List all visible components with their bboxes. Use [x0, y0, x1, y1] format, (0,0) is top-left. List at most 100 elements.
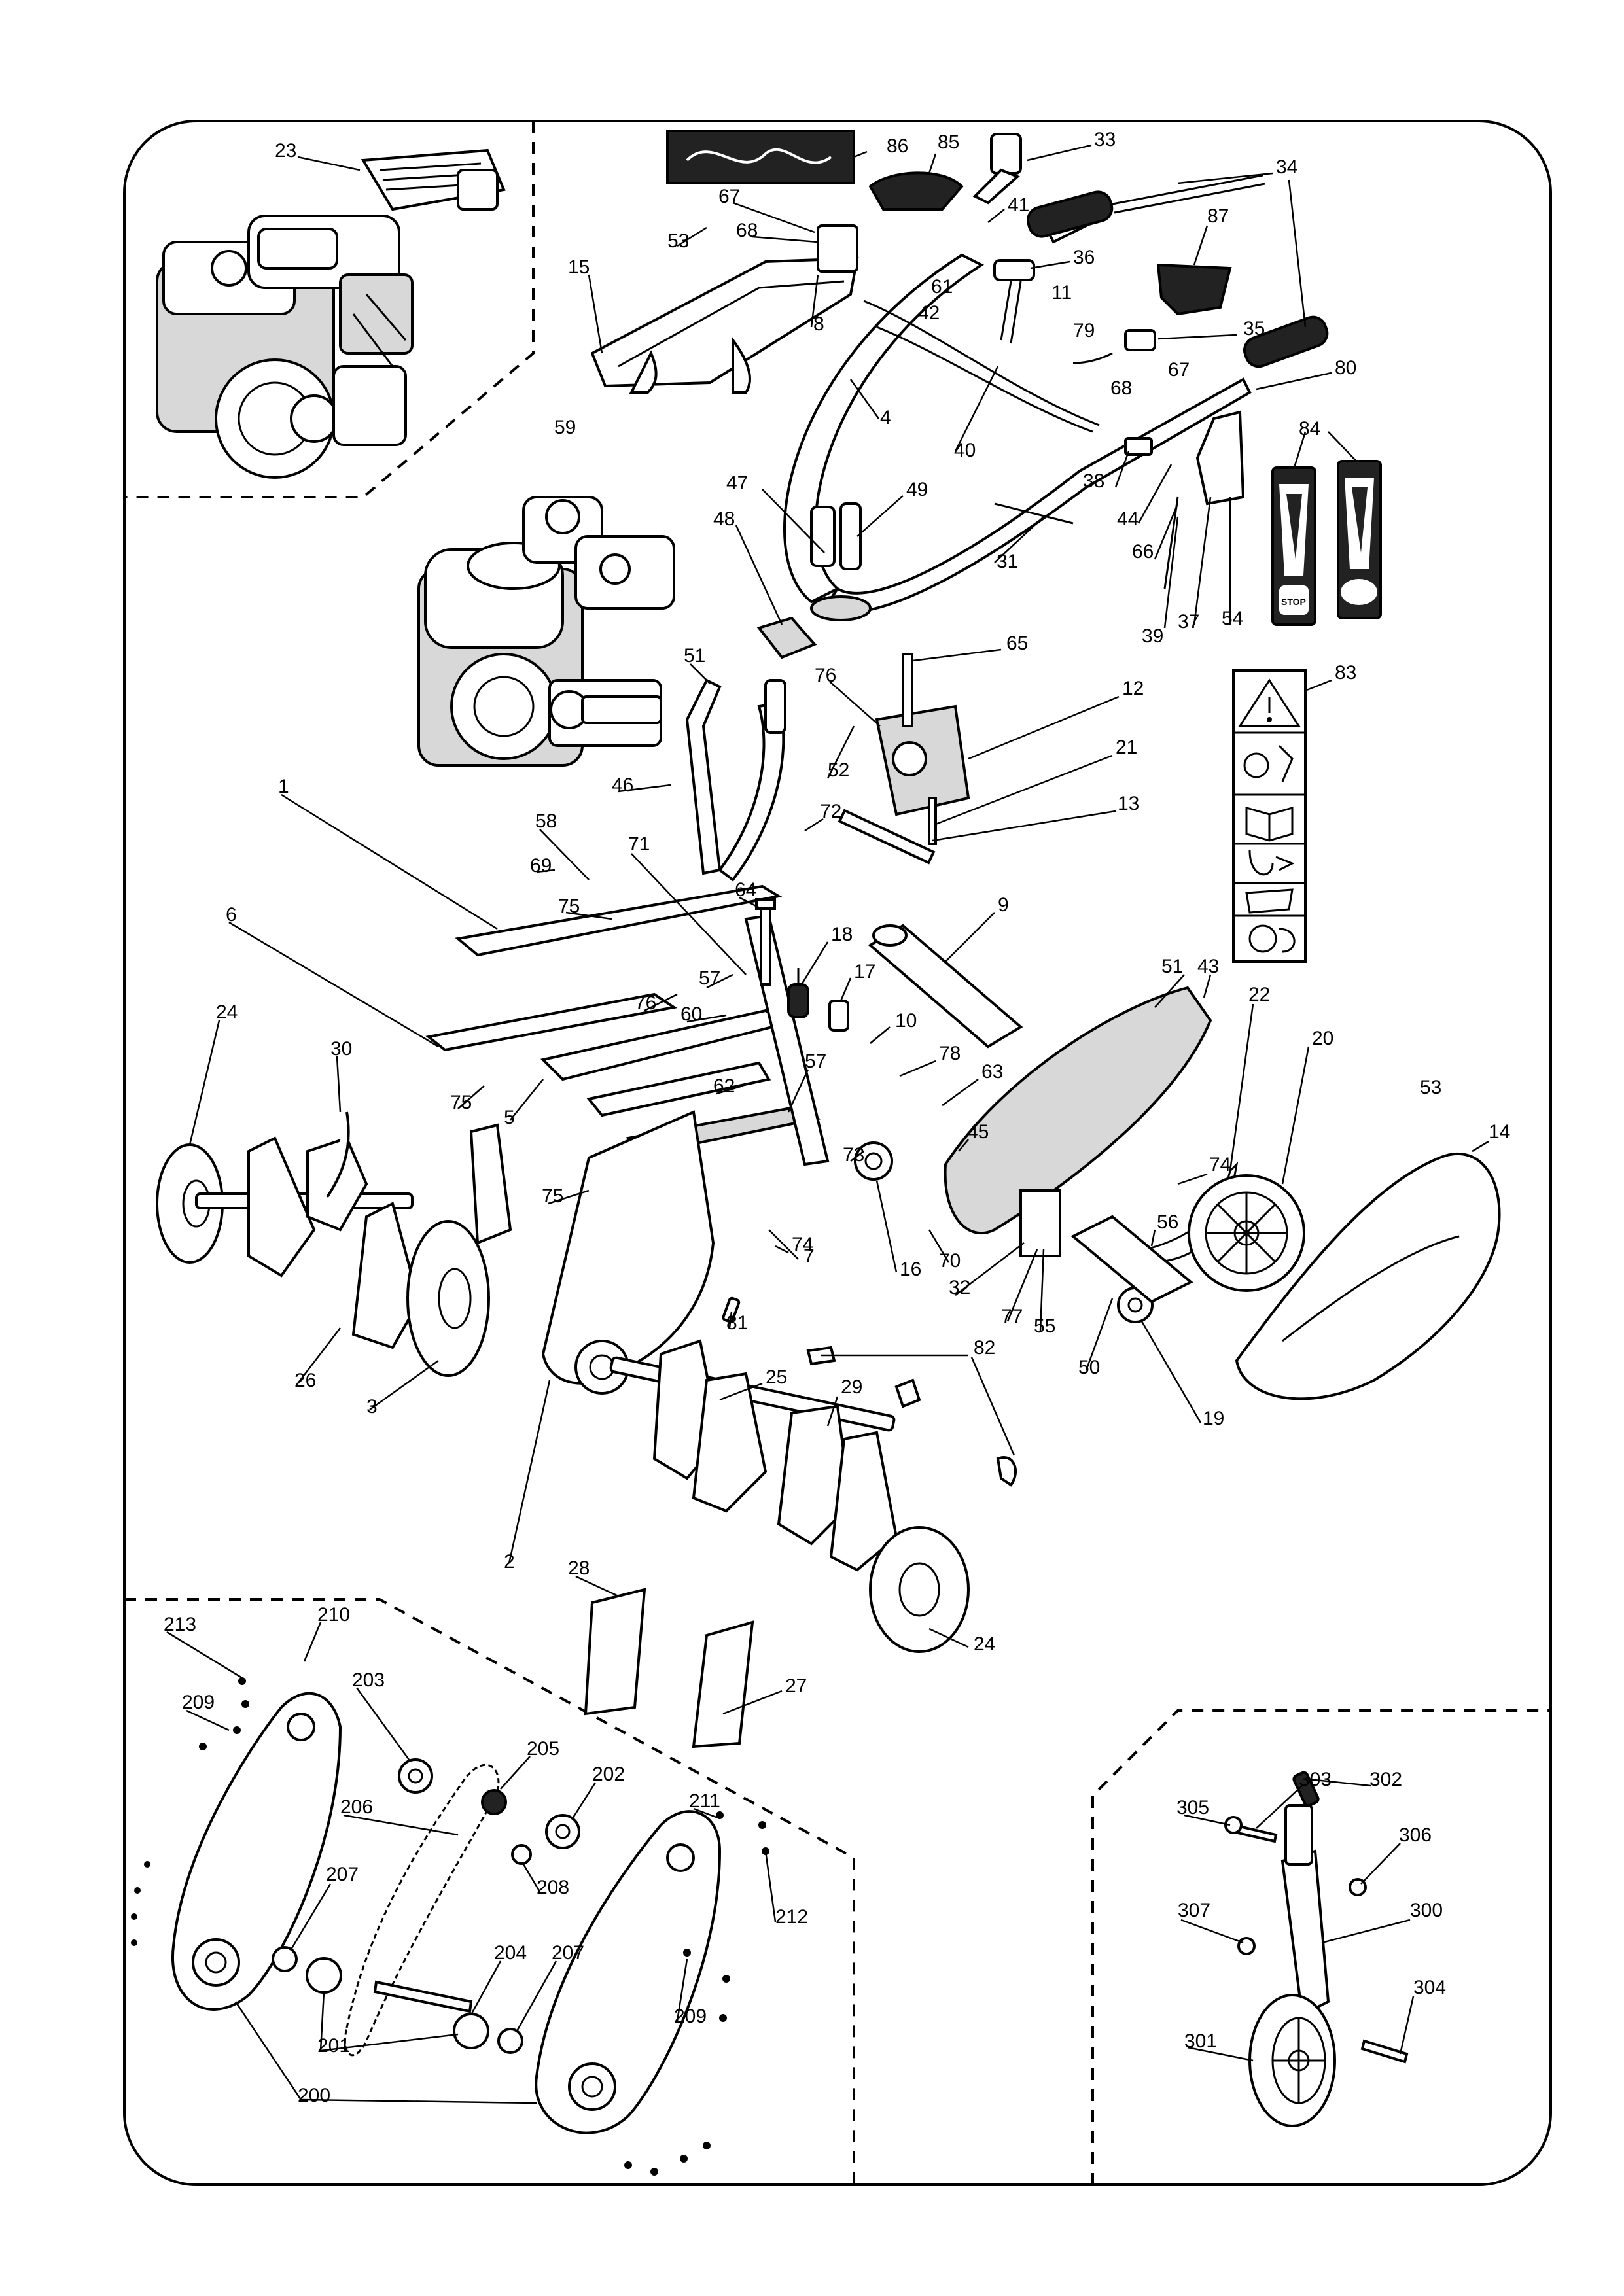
part-label-64: 64: [735, 879, 756, 901]
part-label-7: 7: [803, 1245, 815, 1267]
depth-wheel-3: [406, 1123, 512, 1377]
muffler-guard: [361, 148, 506, 211]
part-label-24: 24: [216, 1001, 238, 1023]
part-label-37: 37: [1178, 611, 1199, 633]
throttle-control-box: [1124, 410, 1245, 589]
stop-sign-text: STOP: [1281, 597, 1306, 607]
stop-decal-right: [1337, 460, 1382, 619]
part-label-10: 10: [895, 1010, 917, 1032]
part-label-85: 85: [938, 131, 959, 153]
sprocket: [481, 1789, 507, 1815]
part-label-69: 69: [530, 855, 552, 877]
part-label-5: 5: [504, 1107, 515, 1128]
part-label-1: 1: [278, 776, 289, 797]
tine-assembly-left: [195, 1111, 421, 1349]
decal-86: [666, 130, 855, 184]
part-label-300: 300: [1410, 1900, 1443, 1921]
part-label-204: 204: [494, 1942, 527, 1964]
part-label-53: 53: [1420, 1077, 1441, 1098]
part-label-78: 78: [939, 1043, 961, 1064]
part-label-3: 3: [366, 1396, 378, 1418]
engine-inset-boundary: [124, 121, 535, 498]
bushing: [828, 1000, 849, 1032]
washer-208: [511, 1844, 532, 1865]
part-label-301: 301: [1184, 2030, 1217, 2052]
part-label-2: 2: [504, 1551, 515, 1573]
part-label-80: 80: [1335, 357, 1356, 379]
part-label-12: 12: [1122, 678, 1144, 699]
depth-bar: [868, 924, 1023, 1049]
warning-icon: [1238, 678, 1301, 727]
part-label-206: 206: [340, 1796, 373, 1818]
belt-cover: [1235, 1153, 1501, 1400]
part-label-67: 67: [1168, 359, 1190, 381]
part-label-34: 34: [1276, 156, 1297, 178]
part-label-11: 11: [1051, 282, 1072, 304]
chain-case-half-left: [171, 1692, 342, 2011]
part-label-39: 39: [1142, 625, 1163, 647]
leader-lines: [166, 144, 1489, 2104]
chain-case-half-right: [535, 1810, 722, 2134]
seal-207: [272, 1946, 523, 2054]
part-label-57: 57: [699, 967, 720, 989]
engine: [417, 496, 675, 767]
part-label-17: 17: [854, 961, 875, 983]
wheel-kit-inset-boundary: [1091, 1709, 1551, 2185]
part-label-207: 207: [326, 1864, 359, 1885]
part-label-76: 76: [635, 992, 656, 1014]
chain-case-inset-boundary: [124, 1598, 855, 2185]
part-label-75: 75: [450, 1092, 472, 1113]
part-label-26: 26: [294, 1370, 316, 1391]
belt: [1112, 1161, 1239, 1264]
part-label-20: 20: [1312, 1028, 1333, 1049]
clip-81: [722, 1296, 741, 1323]
transport-wheel: [1248, 1994, 1336, 2127]
part-label-23: 23: [275, 140, 296, 162]
pin-82: [806, 1346, 1017, 1487]
part-label-71: 71: [628, 833, 650, 855]
part-label-304: 304: [1413, 1977, 1446, 1998]
part-label-32: 32: [949, 1277, 970, 1298]
part-label-22: 22: [1248, 984, 1270, 1005]
part-label-67: 67: [718, 186, 740, 207]
part-label-72: 72: [820, 801, 841, 822]
part-label-14: 14: [1489, 1121, 1510, 1143]
part-label-45: 45: [967, 1121, 989, 1143]
chain: [344, 1764, 500, 2057]
no-hands-icon: [1248, 924, 1296, 953]
part-label-44: 44: [1117, 508, 1139, 530]
bearing-203: [398, 1758, 433, 1794]
clutch-lever: [993, 259, 1035, 344]
part-label-9: 9: [998, 894, 1009, 916]
part-label-74: 74: [792, 1234, 813, 1255]
pulley: [854, 1141, 893, 1181]
part-label-87: 87: [1207, 205, 1229, 227]
part-label-212: 212: [775, 1906, 808, 1928]
part-label-65: 65: [1006, 633, 1028, 654]
part-label-207: 207: [552, 1942, 584, 1964]
hand-grip-right: [1243, 315, 1329, 368]
decal-87: [1156, 263, 1232, 316]
belt-cover-inner: [944, 986, 1212, 1257]
safety-decal-panel: [1232, 669, 1307, 963]
part-label-209: 209: [674, 2006, 707, 2027]
part-label-52: 52: [828, 759, 849, 781]
part-label-62: 62: [713, 1075, 735, 1097]
choke-switch: [1072, 329, 1156, 364]
diagram-frame: [123, 120, 1552, 2186]
part-label-18: 18: [831, 924, 853, 945]
fuel-tank-cover: [590, 224, 859, 394]
part-label-70: 70: [939, 1250, 961, 1272]
part-label-84: 84: [1299, 418, 1320, 440]
tensioner-plate: [1070, 1215, 1193, 1304]
part-label-7: 7: [628, 833, 639, 855]
engine-assembly-inset: [156, 215, 414, 479]
part-label-201: 201: [317, 2035, 350, 2057]
decal-85: [868, 171, 964, 211]
tine-assembly-right: [609, 1339, 898, 1572]
part-label-13: 13: [1118, 793, 1139, 814]
part-label-302: 302: [1369, 1769, 1402, 1790]
part-label-29: 29: [841, 1376, 862, 1398]
part-label-75: 75: [542, 1185, 563, 1207]
part-label-8: 8: [813, 313, 824, 335]
